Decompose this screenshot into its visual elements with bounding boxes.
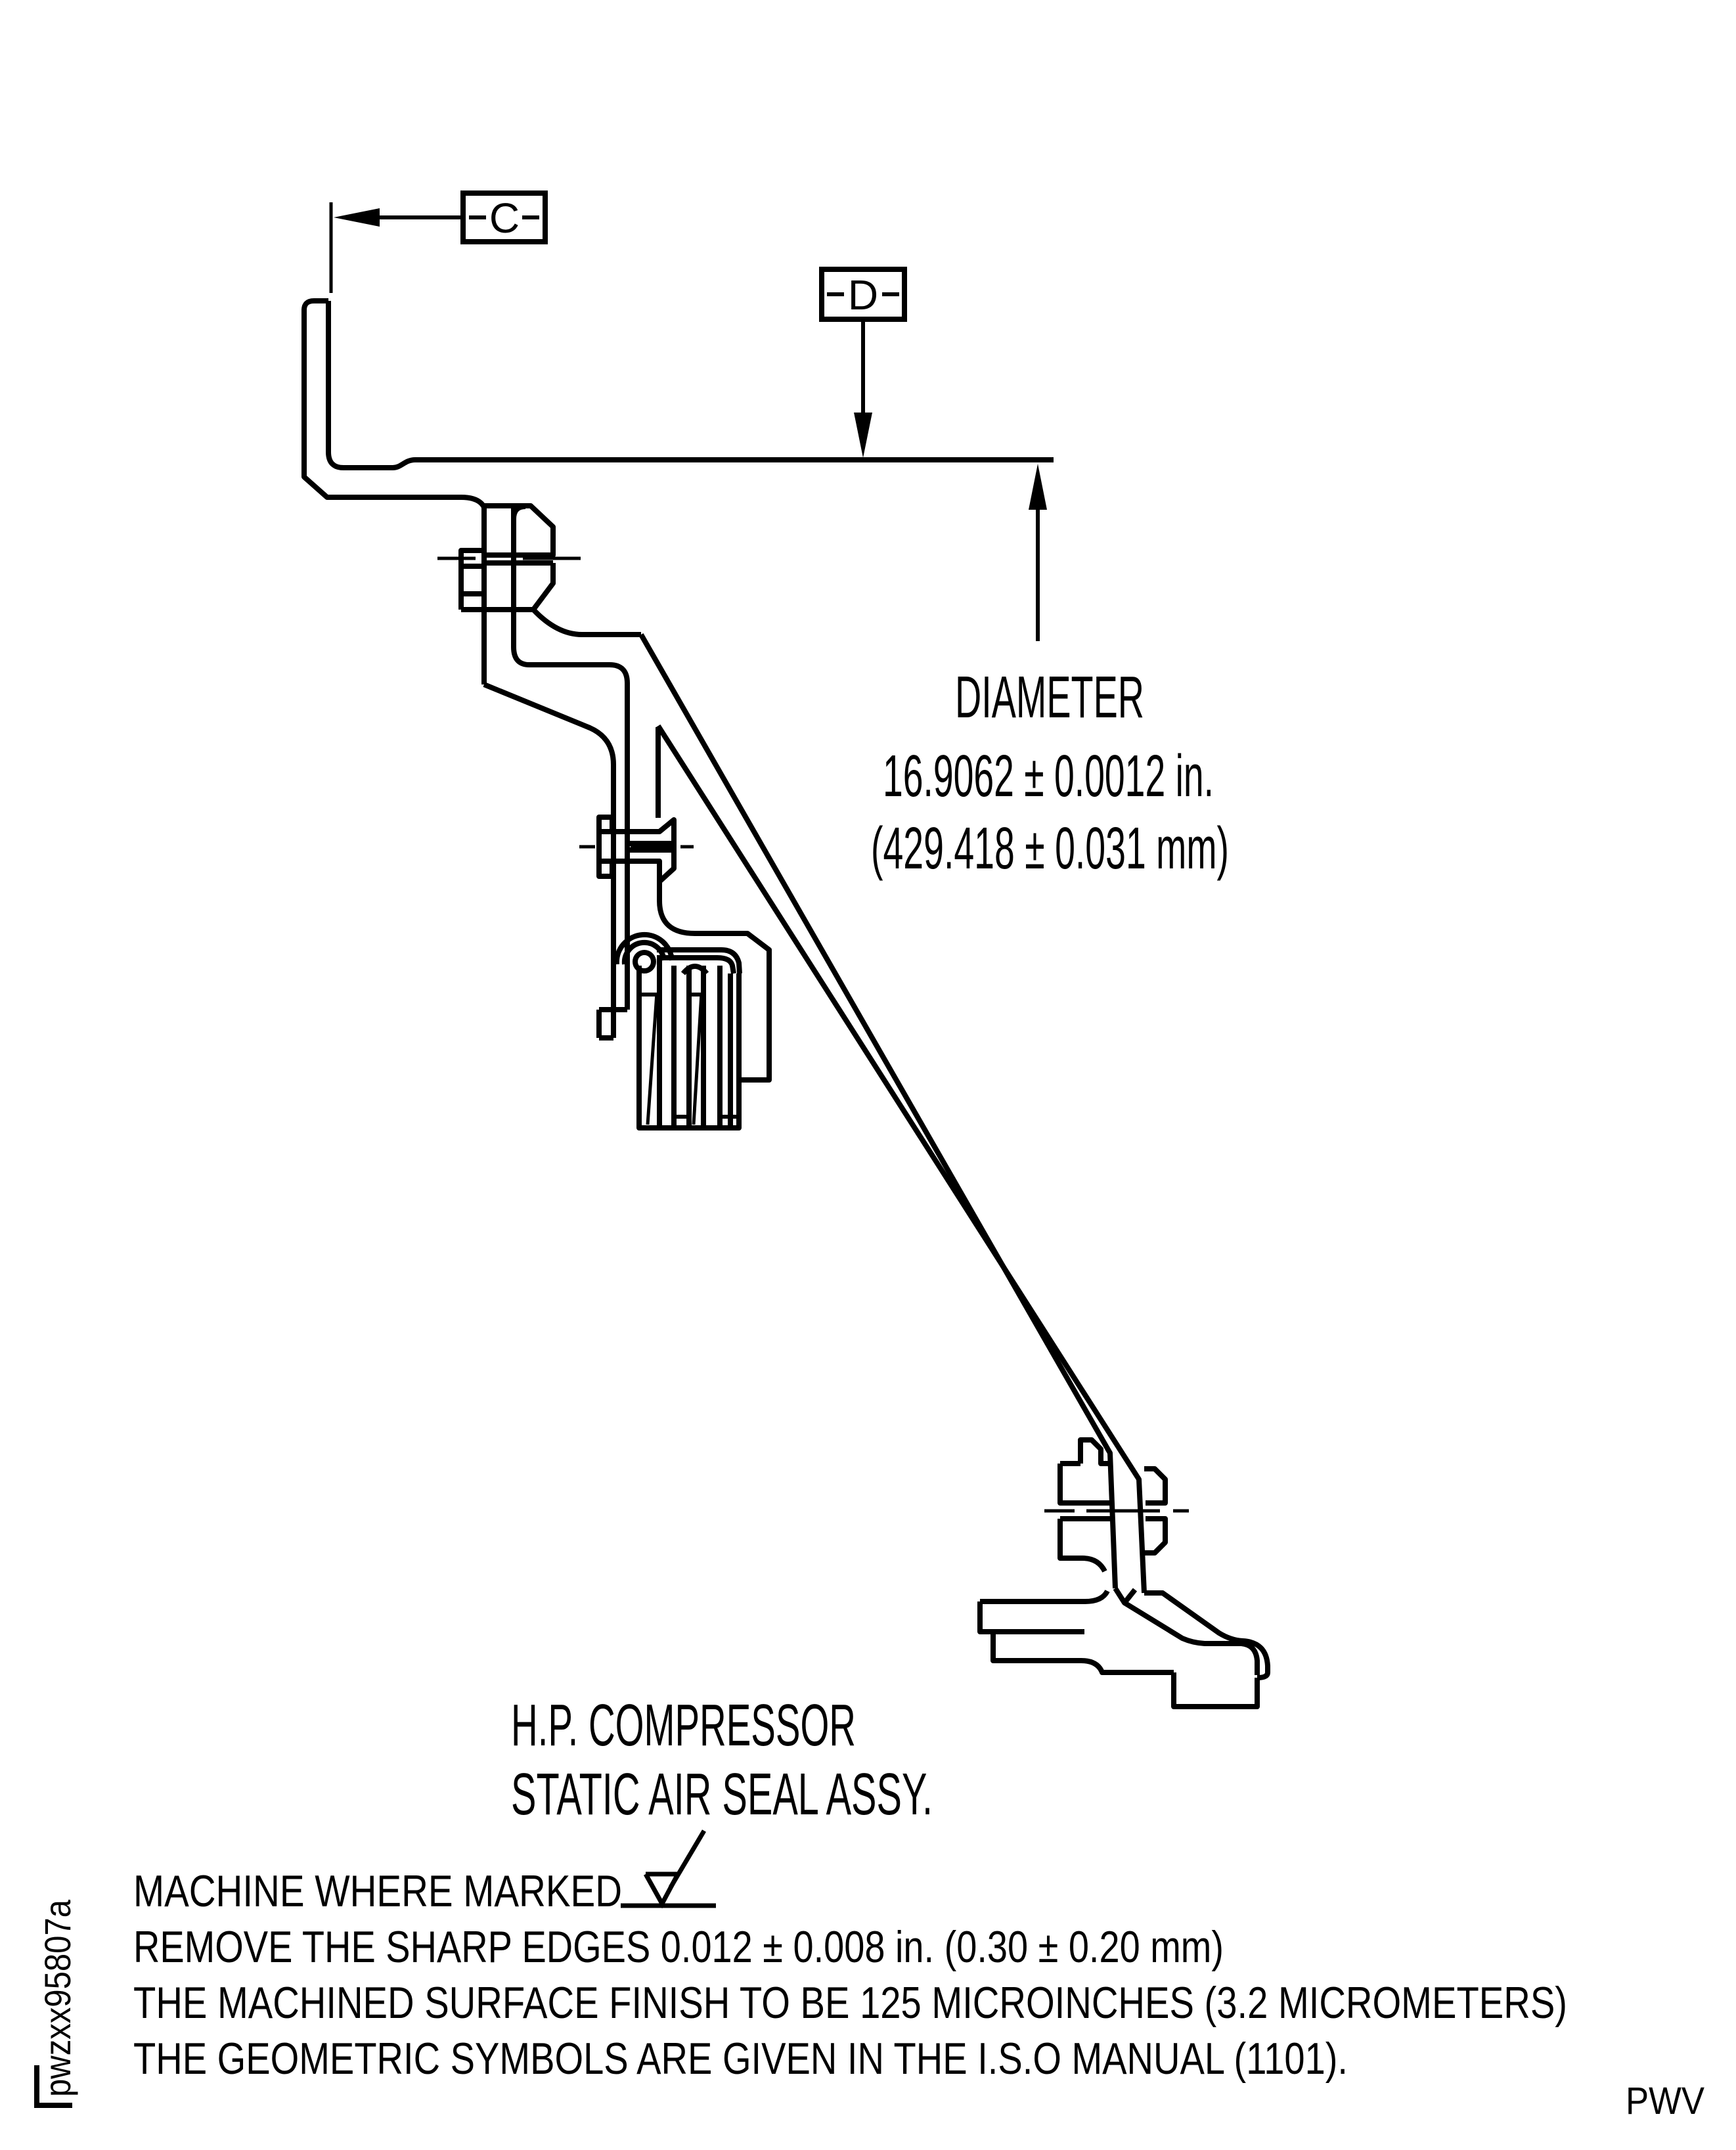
corner-bracket-mark: [34, 2065, 72, 2108]
assembly-label-line2: STATIC AIR SEAL ASSY.: [511, 1762, 933, 1827]
note-line3: THE MACHINED SURFACE FINISH TO BE 125 MI…: [133, 1978, 1567, 2028]
note-line1: MACHINE WHERE MARKED: [133, 1866, 622, 1916]
diameter-arrowhead: [1029, 464, 1047, 510]
wall-outer-profile: [301, 309, 487, 509]
wall-outer-edge: [301, 298, 328, 311]
arm-inner-edge: [511, 646, 630, 1010]
machining-symbol-icon: [621, 1829, 716, 1909]
joint2-upper-plate: [610, 817, 677, 884]
joint1-upper-plate: [484, 503, 556, 558]
joint2-face-gap: [627, 841, 673, 853]
joint3-right-flange-lower: [1144, 1516, 1168, 1556]
note-line2: REMOVE THE SHARP EDGES 0.012 ± 0.008 in.…: [133, 1922, 1224, 1972]
page-code: PWV: [1626, 2080, 1704, 2122]
joint3-right-flange-upper: [1144, 1466, 1168, 1506]
arm-outer-edge: [483, 682, 616, 1038]
wall-inner-profile-and-top-surface: [326, 301, 1054, 470]
seal-hatch-lines: [646, 993, 703, 1125]
joint1-nut: [458, 548, 484, 610]
datum-c-arrowhead: [334, 208, 380, 227]
bolt-centerlines: [437, 556, 1189, 1513]
diameter-value-in: 16.9062 ± 0.0012 in.: [883, 744, 1214, 809]
foot-instep-outer: [1144, 1590, 1270, 1680]
datum-c-box: [460, 190, 548, 244]
seal-notch-steps: [639, 993, 739, 1119]
foot-bottom-pad: [1171, 1672, 1260, 1709]
foot-v-notch: [1113, 1586, 1138, 1605]
joint2-lower-plate: [610, 859, 662, 882]
cone-outer-diagonal: [638, 633, 1118, 1589]
joint1-lower-plate: [461, 563, 556, 612]
machining-symbol-flag-stroke: [668, 1829, 707, 1889]
part-outline: [301, 298, 1270, 1709]
joint3-upper-plate: [1057, 1437, 1110, 1506]
assembly-label-line1: H.P. COMPRESSOR: [511, 1693, 856, 1758]
margin-codes: pwzxx95807a PWV: [34, 1899, 1704, 2122]
carrier-right-profile: [657, 882, 772, 1083]
carrier-left-tab: [596, 1007, 627, 1041]
doc-code-vertical: pwzxx95807a: [37, 1899, 78, 2097]
seal-bellows-hump: [680, 964, 709, 975]
datum-c-label: C: [489, 194, 520, 242]
foot-instep-inner: [1123, 1600, 1260, 1675]
diameter-dimension: DIAMETER 16.9062 ± 0.0012 in. (429.418 ±…: [871, 464, 1229, 882]
seal-rivet-circle: [633, 950, 656, 974]
cone-inner-diagonal: [656, 724, 1147, 1594]
foot-left-arm-top: [980, 1589, 1110, 1604]
note-line4: THE GEOMETRIC SYMBOLS ARE GIVEN IN THE I…: [133, 2034, 1348, 2084]
diameter-title: DIAMETER: [955, 665, 1144, 730]
seal-lid-inner: [657, 955, 736, 974]
cone-upper-shelf: [531, 608, 641, 637]
foot-left-arm-steps: [977, 1601, 1174, 1675]
datum-d-callout: D: [819, 267, 907, 458]
joint3-lower-plate: [1057, 1516, 1110, 1573]
diameter-value-mm: (429.418 ± 0.031 mm): [871, 816, 1229, 882]
datum-c-callout: C: [329, 190, 548, 293]
datum-d-arrowhead: [854, 413, 872, 458]
joint1-bolt-right-edge: [511, 504, 526, 647]
assembly-label: H.P. COMPRESSOR STATIC AIR SEAL ASSY.: [511, 1693, 933, 1827]
seal-lid-outer: [657, 947, 742, 974]
datum-d-label: D: [848, 271, 878, 319]
notes-block: MACHINE WHERE MARKED REMOVE THE SHARP ED…: [133, 1829, 1567, 2084]
seal-dividers: [657, 960, 733, 1128]
machining-symbol-triangle: [643, 1871, 680, 1909]
